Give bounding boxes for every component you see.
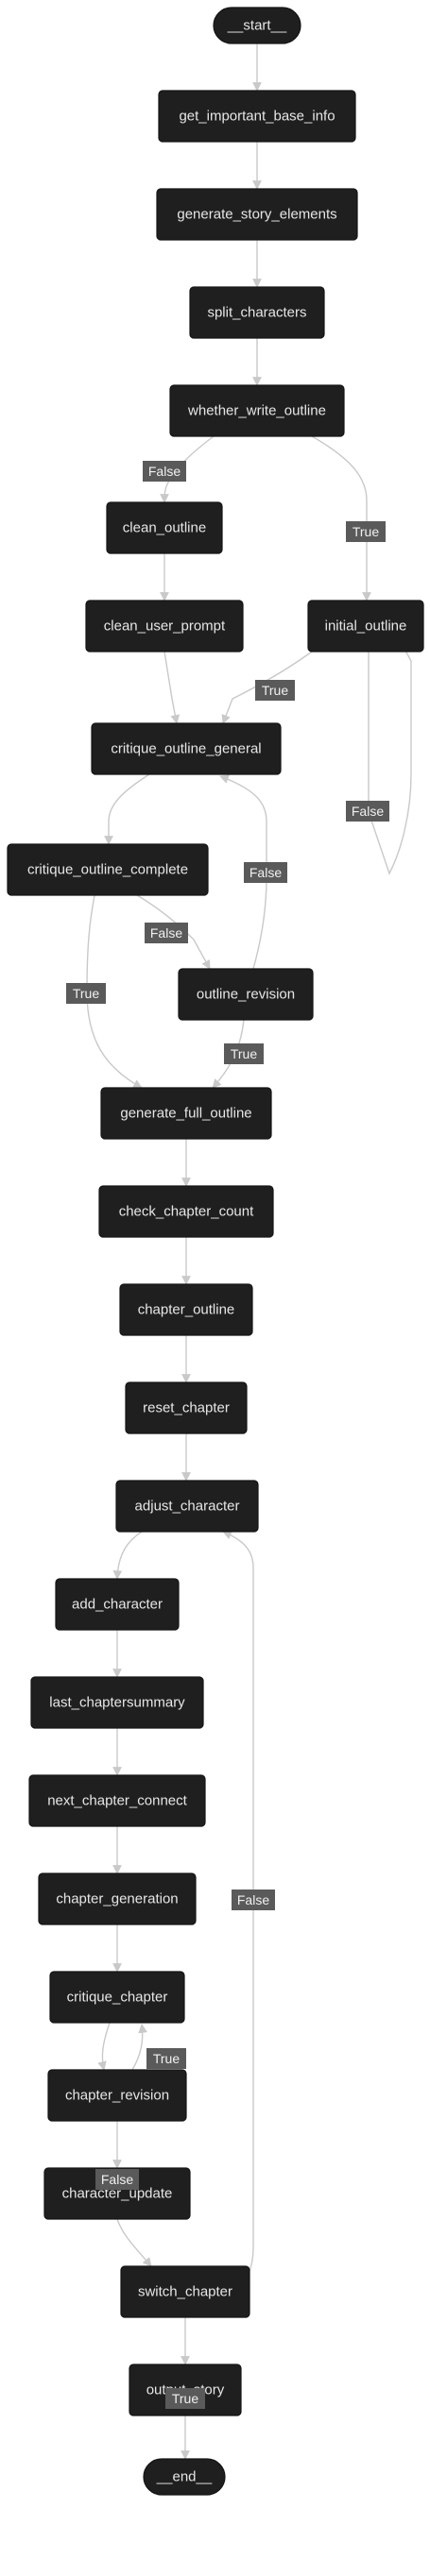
node-critique-chapter[interactable]: critique_chapter: [49, 1971, 185, 2024]
node-chapter-outline[interactable]: chapter_outline: [119, 1283, 253, 1336]
edge-label-init-true: True: [255, 680, 295, 701]
edge-whether-to-initial-outline: [311, 435, 371, 602]
node-end-label: __end__: [156, 2469, 213, 2485]
node-chapter-revision[interactable]: chapter_revision: [47, 2069, 187, 2122]
node-last-chaptersummary[interactable]: last_chaptersummary: [30, 1676, 204, 1729]
node-generate-full-outline[interactable]: generate_full_outline: [100, 1087, 272, 1140]
edge-label-cog-false: False: [244, 862, 287, 883]
node-check-chapter-count[interactable]: check_chapter_count: [98, 1185, 274, 1238]
node-end[interactable]: __end__: [143, 2458, 226, 2496]
svg-text:False: False: [237, 1892, 269, 1907]
edge-labels: False True True False False False True: [66, 461, 389, 2409]
node-clean-user-prompt[interactable]: clean_user_prompt: [85, 600, 244, 652]
node-chapter-revision-label: chapter_revision: [65, 2088, 169, 2104]
node-critique-outline-general-label: critique_outline_general: [111, 741, 261, 757]
node-check-chapter-count-label: check_chapter_count: [119, 1204, 254, 1220]
edge-label-rev-true: True: [224, 1043, 264, 1064]
node-generate-full-outline-label: generate_full_outline: [120, 1106, 251, 1122]
node-adjust-character[interactable]: adjust_character: [115, 1480, 259, 1533]
node-character-update[interactable]: character_update: [43, 2167, 191, 2220]
svg-text:True: True: [231, 1046, 257, 1061]
node-generate-story-elements[interactable]: generate_story_elements: [156, 188, 358, 241]
svg-text:True: True: [172, 2391, 198, 2406]
node-chapter-generation-label: chapter_generation: [56, 1891, 178, 1907]
node-whether-write-outline-label: whether_write_outline: [187, 403, 326, 419]
svg-text:True: True: [353, 524, 379, 539]
node-critique-outline-complete[interactable]: critique_outline_complete: [7, 843, 209, 896]
node-switch-chapter[interactable]: switch_chapter: [120, 2265, 250, 2318]
node-add-character[interactable]: add_character: [55, 1578, 180, 1631]
node-reset-chapter[interactable]: reset_chapter: [125, 1381, 248, 1434]
edge-label-sw-false: False: [232, 1890, 275, 1910]
node-chapter-outline-label: chapter_outline: [138, 1302, 235, 1318]
edge-adjust-to-add: [112, 1531, 143, 1580]
node-critique-outline-general[interactable]: critique_outline_general: [91, 722, 282, 775]
edge-critique-general-to-complete: [104, 773, 150, 845]
node-reset-chapter-label: reset_chapter: [143, 1400, 230, 1416]
edge-label-coc-true: True: [66, 983, 106, 1004]
svg-text:False: False: [148, 464, 181, 479]
node-clean-user-prompt-label: clean_user_prompt: [104, 619, 226, 635]
svg-text:False: False: [352, 804, 384, 819]
node-start-label: __start__: [227, 18, 287, 34]
edge-label-crit-true: True: [146, 2048, 186, 2069]
edge-label-init-false: False: [346, 801, 389, 822]
edge-character-update-to-switch: [116, 2218, 152, 2267]
edge-revision-to-critique: [131, 2024, 147, 2071]
node-whether-write-outline[interactable]: whether_write_outline: [169, 384, 345, 437]
edge-label-wwo-true: True: [346, 521, 386, 542]
edge-label-chrev-false: False: [95, 2169, 139, 2190]
node-critique-chapter-label: critique_chapter: [67, 1990, 168, 2006]
node-initial-outline-label: initial_outline: [325, 619, 407, 635]
svg-text:False: False: [249, 865, 282, 880]
node-clean-outline-label: clean_outline: [123, 520, 206, 536]
node-outline-revision[interactable]: outline_revision: [178, 968, 314, 1021]
node-add-character-label: add_character: [72, 1597, 163, 1613]
svg-text:False: False: [150, 925, 182, 941]
node-adjust-character-label: adjust_character: [135, 1499, 240, 1515]
node-get-important-base-info-label: get_important_base_info: [179, 109, 335, 125]
svg-text:True: True: [73, 986, 99, 1001]
edge-initial-self-loop: [368, 613, 412, 875]
node-next-chapter-connect[interactable]: next_chapter_connect: [28, 1774, 206, 1827]
edge-clean-prompt-to-critique-general: [163, 651, 181, 724]
edge-critique-to-revision: [97, 2022, 111, 2071]
edge-whether-to-clean-outline: [160, 435, 215, 503]
edge-label-wwo-false: False: [143, 461, 186, 482]
node-clean-outline[interactable]: clean_outline: [106, 501, 223, 554]
node-split-characters-label: split_characters: [207, 305, 306, 321]
node-outline-revision-label: outline_revision: [197, 987, 295, 1003]
edge-complete-to-revision: [136, 894, 211, 970]
node-last-chaptersummary-label: last_chaptersummary: [49, 1695, 185, 1711]
nodes: __start__ get_important_base_info genera…: [7, 7, 424, 2496]
node-initial-outline[interactable]: initial_outline: [307, 600, 424, 652]
node-split-characters[interactable]: split_characters: [189, 286, 325, 339]
svg-text:True: True: [153, 2051, 180, 2066]
node-critique-outline-complete-label: critique_outline_complete: [27, 862, 188, 878]
node-get-important-base-info[interactable]: get_important_base_info: [158, 90, 356, 143]
node-next-chapter-connect-label: next_chapter_connect: [47, 1793, 187, 1809]
edge-switch-to-adjust: [222, 1530, 254, 2291]
node-switch-chapter-label: switch_chapter: [138, 2284, 232, 2300]
node-generate-story-elements-label: generate_story_elements: [177, 207, 336, 223]
edge-label-coc-false: False: [145, 923, 188, 943]
node-character-update-label: character_update: [62, 2186, 173, 2202]
node-start[interactable]: __start__: [213, 7, 301, 44]
edge-label-sw-true: True: [165, 2388, 205, 2409]
node-chapter-generation[interactable]: chapter_generation: [38, 1873, 197, 1925]
svg-text:True: True: [262, 683, 288, 698]
svg-text:False: False: [101, 2172, 133, 2187]
